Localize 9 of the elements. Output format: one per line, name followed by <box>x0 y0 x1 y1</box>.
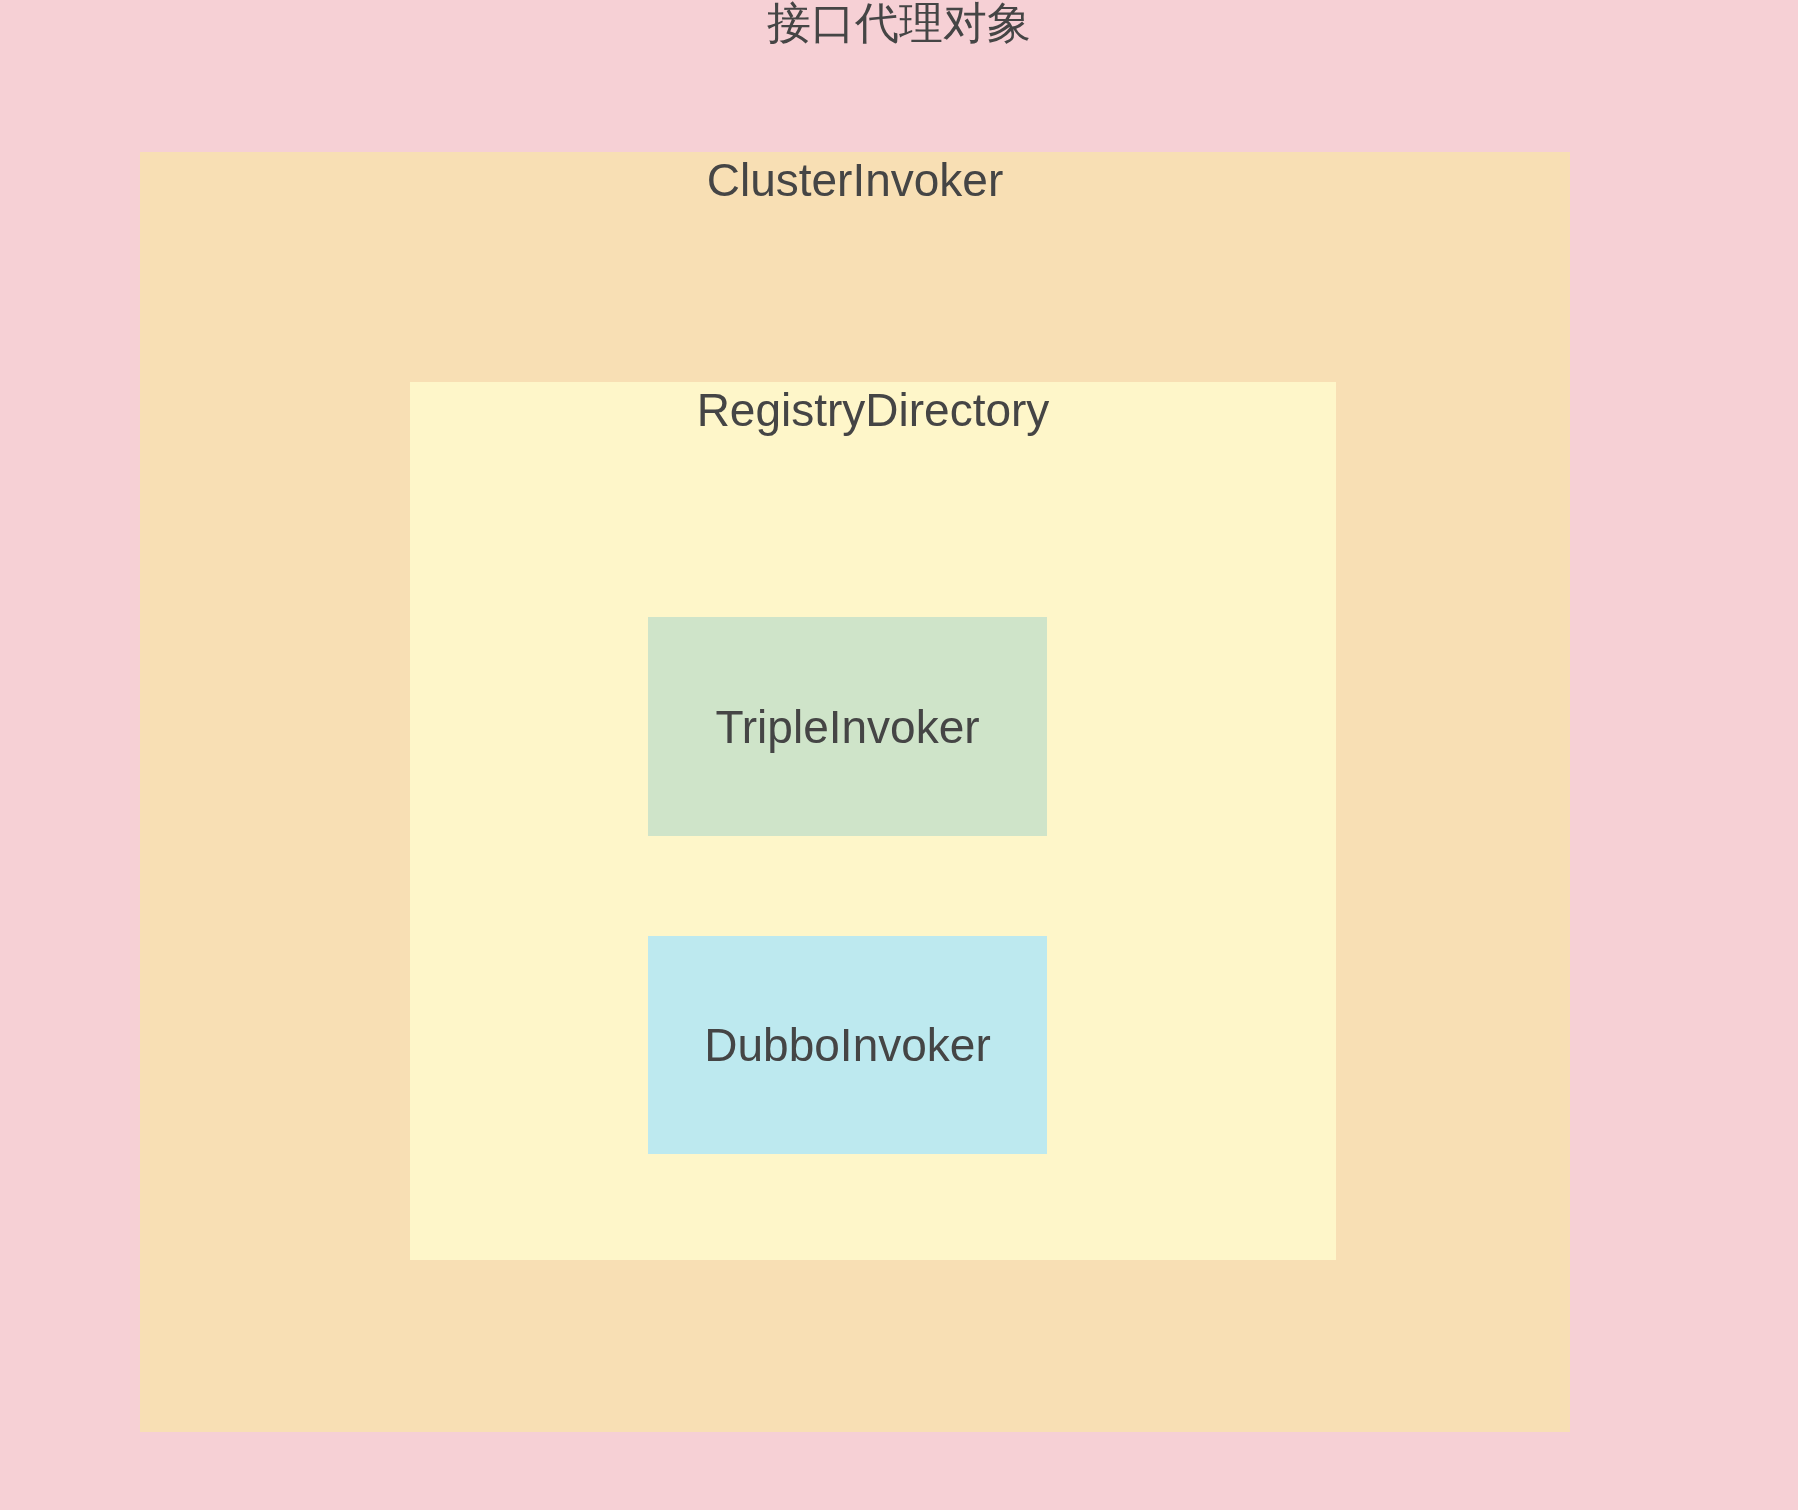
node-label: RegistryDirectory <box>695 384 1051 437</box>
directory-panel <box>410 382 1336 1260</box>
cluster-panel <box>140 152 1570 1432</box>
node-label: TripleInvoker <box>714 700 981 753</box>
node-label: ClusterInvoker <box>705 154 1005 207</box>
node-label: DubboInvoker <box>703 1018 992 1072</box>
invoker-box <box>648 617 1047 836</box>
node-label: 接口代理对象 <box>766 0 1032 49</box>
invoker-box <box>648 936 1047 1154</box>
